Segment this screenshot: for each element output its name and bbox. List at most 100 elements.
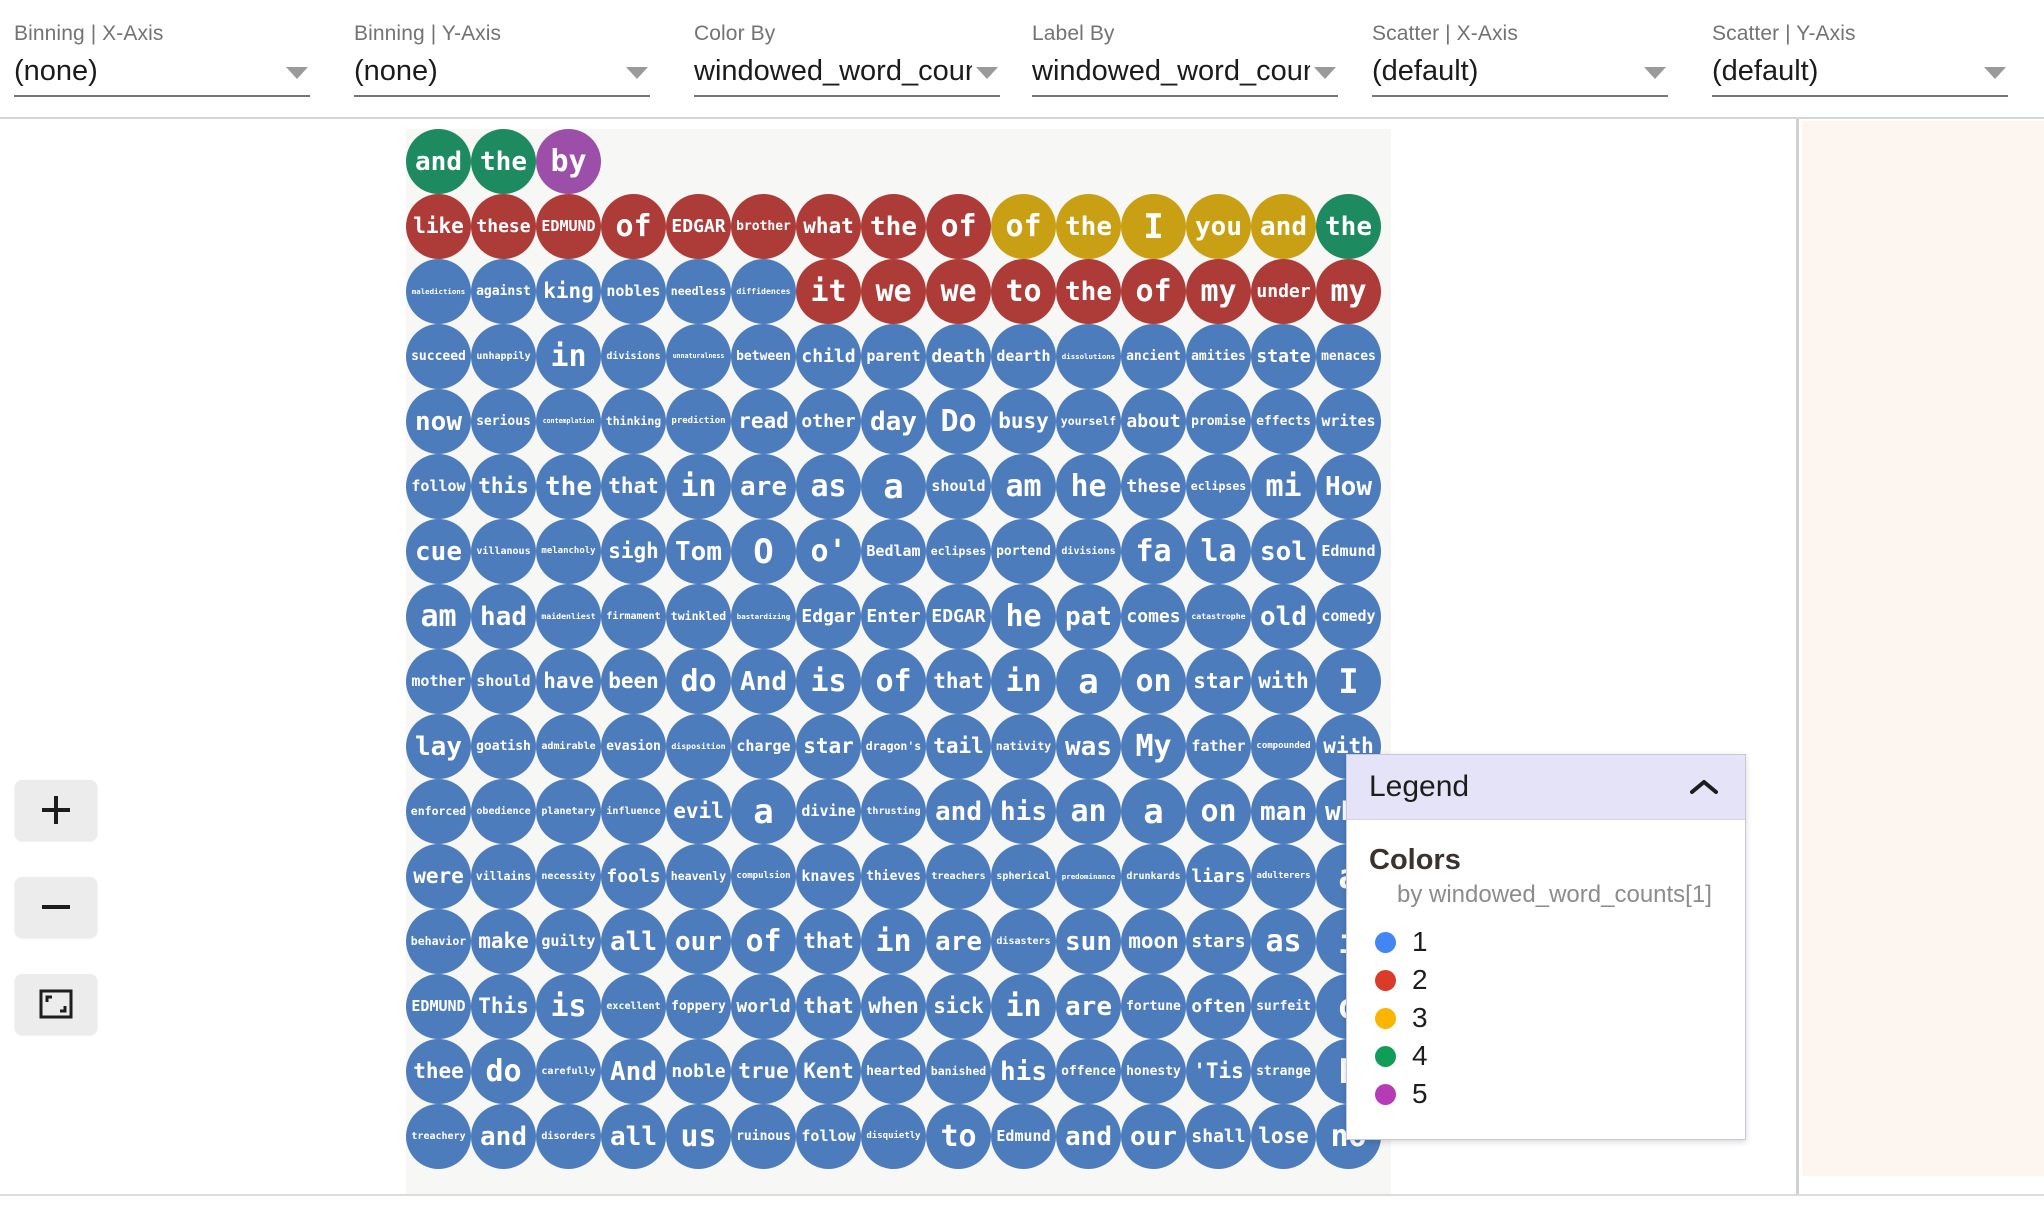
bubble-point[interactable]: spherical (991, 844, 1056, 909)
bubble-point[interactable]: heavenly (666, 844, 731, 909)
bubble-point[interactable]: guilty (536, 909, 601, 974)
bubble-point[interactable]: unnaturalness (666, 324, 731, 389)
bubble-point[interactable]: are (926, 909, 991, 974)
chevron-down-icon[interactable] (286, 67, 308, 79)
bubble-point[interactable]: that (796, 974, 861, 1039)
bubble-point[interactable]: of (926, 194, 991, 259)
select-control[interactable]: (none) (14, 53, 310, 97)
bubble-point[interactable]: disquietly (861, 1104, 926, 1169)
bubble-point[interactable]: compulsion (731, 844, 796, 909)
bubble-point[interactable]: that (926, 649, 991, 714)
bubble-point[interactable]: melancholy (536, 519, 601, 584)
bubble-point[interactable]: on (1186, 779, 1251, 844)
bubble-point[interactable]: star (796, 714, 861, 779)
bubble-point[interactable]: shall (1186, 1104, 1251, 1169)
bubble-point[interactable]: were (406, 844, 471, 909)
select-control[interactable]: (none) (354, 53, 650, 97)
bubble-point[interactable]: contemplation (536, 389, 601, 454)
bubble-point[interactable]: thrusting (861, 779, 926, 844)
bubble-point[interactable]: behavior (406, 909, 471, 974)
bubble-point[interactable]: the (861, 194, 926, 259)
bubble-point[interactable]: ruinous (731, 1104, 796, 1169)
bubble-point[interactable]: villanous (471, 519, 536, 584)
bubble-point[interactable]: sun (1056, 909, 1121, 974)
bubble-point[interactable]: are (731, 454, 796, 519)
chevron-up-icon[interactable] (1689, 778, 1719, 796)
bubble-point[interactable]: on (1121, 649, 1186, 714)
bubble-point[interactable]: between (731, 324, 796, 389)
bubble-point[interactable]: charge (731, 714, 796, 779)
bubble-point[interactable]: follow (406, 454, 471, 519)
bubble-point[interactable]: tail (926, 714, 991, 779)
bubble-point[interactable]: evasion (601, 714, 666, 779)
bubble-point[interactable]: Edgar (796, 584, 861, 649)
bubble-point[interactable]: Edmund (991, 1104, 1056, 1169)
bubble-point[interactable]: we (926, 259, 991, 324)
bubble-point[interactable]: EDGAR (666, 194, 731, 259)
bubble-point[interactable]: fa (1121, 519, 1186, 584)
zoom-out-button[interactable] (15, 877, 97, 937)
bubble-point[interactable]: king (536, 259, 601, 324)
bubble-point[interactable]: we (861, 259, 926, 324)
bubble-point[interactable]: of (731, 909, 796, 974)
bubble-point[interactable]: in (536, 324, 601, 389)
bubble-point[interactable]: what (796, 194, 861, 259)
select-field-4[interactable]: Scatter | X-Axis(default) (1372, 22, 1668, 97)
select-field-5[interactable]: Scatter | Y-Axis(default) (1712, 22, 2008, 97)
bubble-point[interactable]: been (601, 649, 666, 714)
bubble-point[interactable]: old (1251, 584, 1316, 649)
bubble-point[interactable]: of (1121, 259, 1186, 324)
bubble-point[interactable]: thinking (601, 389, 666, 454)
bubble-point[interactable]: our (1121, 1104, 1186, 1169)
bubble-point[interactable]: about (1121, 389, 1186, 454)
bubble-point[interactable]: amities (1186, 324, 1251, 389)
bubble-point[interactable]: treachers (926, 844, 991, 909)
select-field-1[interactable]: Binning | Y-Axis(none) (354, 22, 650, 97)
bubble-point[interactable]: of (601, 194, 666, 259)
bubble-point[interactable]: in (861, 909, 926, 974)
bubble-point[interactable]: goatish (471, 714, 536, 779)
select-control[interactable]: (default) (1712, 53, 2008, 97)
zoom-in-button[interactable] (15, 780, 97, 840)
legend-item[interactable]: 5 (1347, 1075, 1745, 1113)
bubble-point[interactable]: O (731, 519, 796, 584)
bubble-point[interactable]: have (536, 649, 601, 714)
bubble-point[interactable]: nativity (991, 714, 1056, 779)
bubble-point[interactable]: Do (926, 389, 991, 454)
bubble-point[interactable]: dearth (991, 324, 1056, 389)
select-control[interactable]: windowed_word_counts[0] (1032, 53, 1338, 97)
bubble-point[interactable]: and (1056, 1104, 1121, 1169)
bubble-point[interactable]: to (991, 259, 1056, 324)
chevron-down-icon[interactable] (976, 67, 998, 79)
bubble-point[interactable]: honesty (1121, 1039, 1186, 1104)
bubble-point[interactable]: all (601, 909, 666, 974)
bubble-point[interactable]: that (601, 454, 666, 519)
bubble-point[interactable]: these (471, 194, 536, 259)
bubble-point[interactable]: fools (601, 844, 666, 909)
bubble-point[interactable]: are (1056, 974, 1121, 1039)
bubble-point[interactable]: parent (861, 324, 926, 389)
legend-item[interactable]: 2 (1347, 961, 1745, 999)
bubble-point[interactable]: our (666, 909, 731, 974)
bubble-point[interactable]: My (1121, 714, 1186, 779)
bubble-point[interactable]: father (1186, 714, 1251, 779)
chevron-down-icon[interactable] (1984, 67, 2006, 79)
bubble-point[interactable]: man (1251, 779, 1316, 844)
bubble-point[interactable]: should (471, 649, 536, 714)
bubble-point[interactable]: cue (406, 519, 471, 584)
bubble-point[interactable]: day (861, 389, 926, 454)
bubble-point[interactable]: am (991, 454, 1056, 519)
bubble-point[interactable]: EDGAR (926, 584, 991, 649)
bubble-point[interactable]: by (536, 129, 601, 194)
bubble-point[interactable]: other (796, 389, 861, 454)
bubble-point[interactable]: disorders (536, 1104, 601, 1169)
bubble-point[interactable]: under (1251, 259, 1316, 324)
reset-view-button[interactable] (15, 974, 97, 1034)
bubble-point[interactable]: firmament (601, 584, 666, 649)
bubble-point[interactable]: influence (601, 779, 666, 844)
bubble-point[interactable]: planetary (536, 779, 601, 844)
legend-item[interactable]: 4 (1347, 1037, 1745, 1075)
bubble-point[interactable]: enforced (406, 779, 471, 844)
bubble-point[interactable]: my (1316, 259, 1381, 324)
bubble-point[interactable]: busy (991, 389, 1056, 454)
